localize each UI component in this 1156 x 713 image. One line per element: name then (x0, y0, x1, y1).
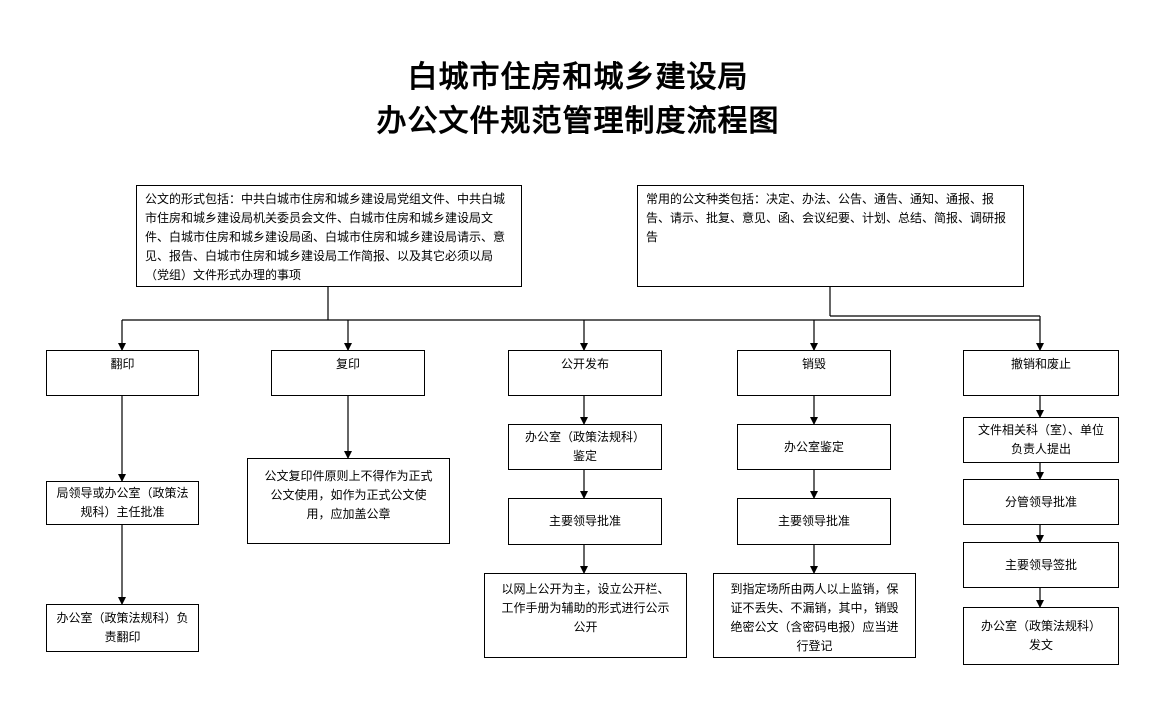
col1-step1: 局领导或办公室（政策法规科）主任批准 (46, 481, 199, 525)
col4-step1: 办公室鉴定 (737, 424, 891, 470)
col4-step2: 主要领导批准 (737, 498, 891, 545)
col1-step2: 办公室（政策法规科）负责翻印 (46, 604, 199, 652)
col3-step3: 以网上公开为主，设立公开栏、工作手册为辅助的形式进行公示公开 (484, 573, 687, 658)
page-title-line1: 白城市住房和城乡建设局 (407, 60, 749, 95)
col3-head-publish: 公开发布 (508, 350, 662, 396)
col2-head-copy: 复印 (271, 350, 425, 396)
col5-head-revoke: 撤销和废止 (963, 350, 1119, 396)
col5-step4: 办公室（政策法规科）发文 (963, 607, 1119, 665)
col3-step1: 办公室（政策法规科）鉴定 (508, 424, 662, 470)
page-title-line2: 办公文件规范管理制度流程图 (376, 104, 780, 139)
col3-step2: 主要领导批准 (508, 498, 662, 545)
col5-step2: 分管领导批准 (963, 479, 1119, 525)
col4-head-destroy: 销毁 (737, 350, 891, 396)
col5-step1: 文件相关科（室）、单位负责人提出 (963, 417, 1119, 463)
document-forms-box: 公文的形式包括：中共白城市住房和城乡建设局党组文件、中共白城市住房和城乡建设局机… (136, 185, 522, 287)
col1-head-reprint: 翻印 (46, 350, 199, 396)
col2-step1: 公文复印件原则上不得作为正式公文使用，如作为正式公文使用，应加盖公章 (247, 458, 450, 544)
col5-step3: 主要领导签批 (963, 542, 1119, 588)
document-types-box: 常用的公文种类包括：决定、办法、公告、通告、通知、通报、报告、请示、批复、意见、… (637, 185, 1024, 287)
col4-step3: 到指定场所由两人以上监销，保证不丢失、不漏销，其中，销毁绝密公文（含密码电报）应… (713, 573, 916, 658)
